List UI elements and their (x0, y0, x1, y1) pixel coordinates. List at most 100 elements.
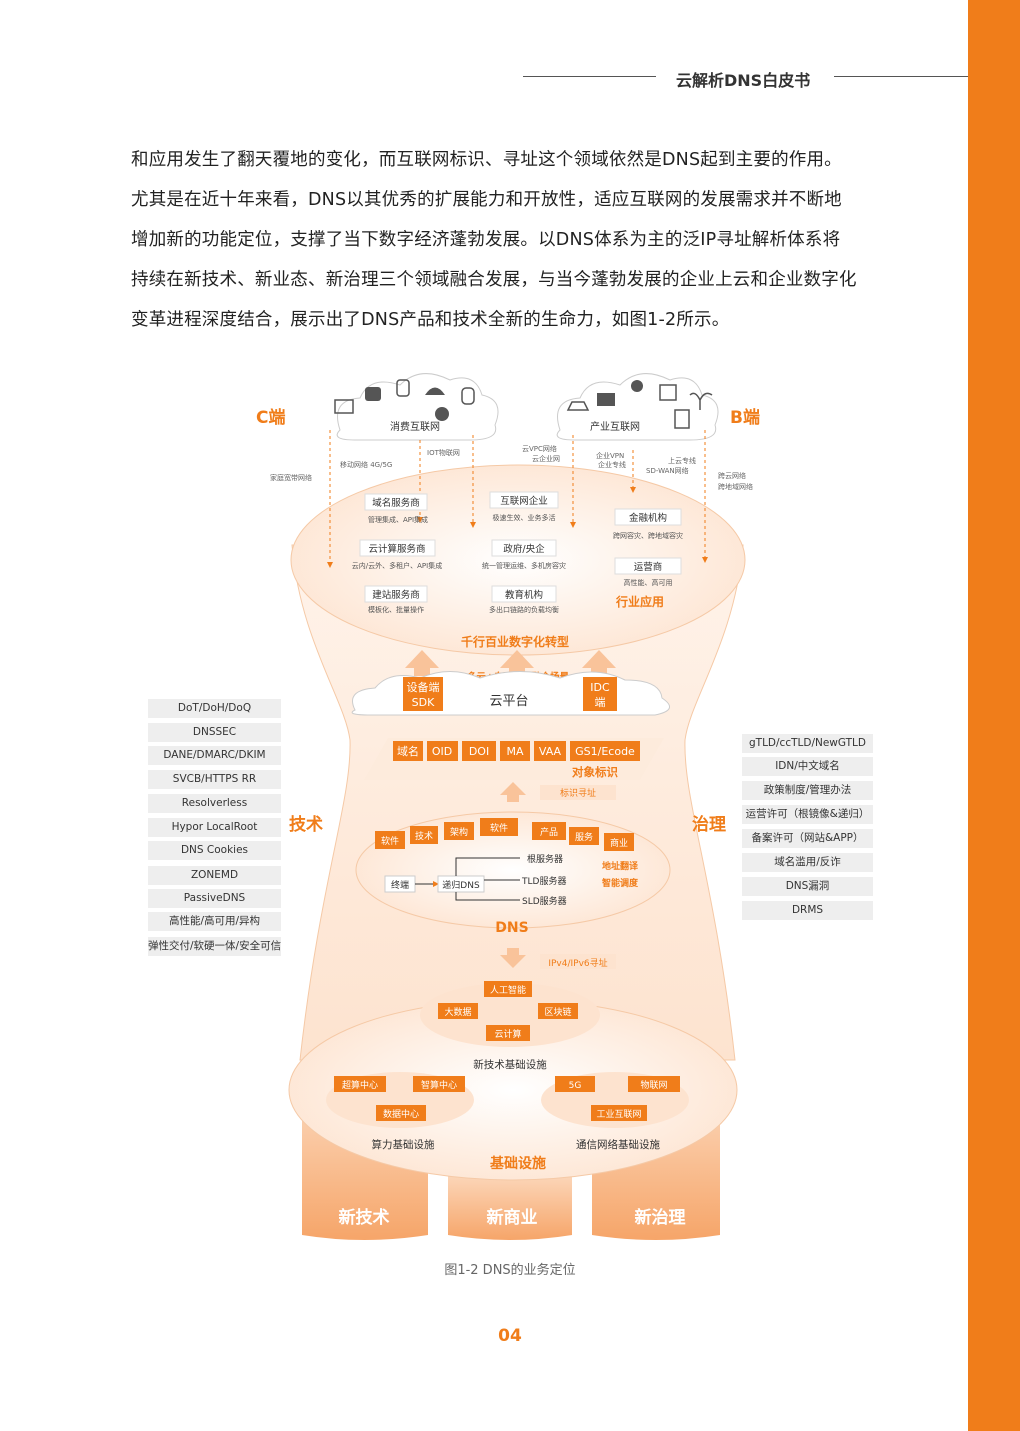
pillar-label: 新商业 (487, 1207, 538, 1228)
smart-schedule-label: 智能调度 (602, 877, 639, 889)
industry-item-desc: 跨网容灾、跨地域容灾 (613, 531, 683, 540)
object-id-label: 对象标识 (572, 765, 618, 779)
idc-label: IDC (590, 681, 610, 694)
net-mobile: 移动网络 4G/5G (340, 460, 392, 469)
tech-label: 技术 (289, 814, 323, 835)
dns-ring-item: 产品 (540, 826, 558, 838)
industry-item-name: 金融机构 (629, 512, 667, 524)
dns-ring: 软件 技术 架构 软件 产品 服务 商业 (375, 818, 634, 851)
net-cloud-enterprise: 云企业网 (532, 454, 560, 463)
tech-list-item: DANE/DMARC/DKIM (148, 746, 281, 765)
consumer-internet-label: 消费互联网 (390, 420, 440, 433)
idc-label: 端 (595, 696, 606, 709)
new-tech-items: 人工智能 大数据 区块链 云计算 (438, 981, 578, 1041)
dns-label: DNS (495, 920, 528, 936)
industry-item-desc: 模板化、批量操作 (368, 605, 424, 614)
b-end-label: B端 (730, 407, 760, 428)
page-number: 04 (498, 1326, 522, 1346)
net-enterprise-vpn: 企业VPN (596, 451, 624, 460)
identifier-item: OID (432, 745, 452, 758)
industry-internet-label: 产业互联网 (590, 420, 640, 433)
tech-list-item: ZONEMD (148, 866, 281, 885)
industry-app-label: 行业应用 (615, 594, 664, 609)
tech-list-item: Resolverless (148, 794, 281, 813)
hospital-icon (659, 384, 677, 401)
new-tech-item: 区块链 (544, 1006, 571, 1018)
industry-items: 域名服务商 管理集成、API集成 云计算服务商 云内/云外、多租户、API集成 … (352, 491, 683, 614)
hourglass-shape (291, 544, 744, 1061)
comm-item: 5G (569, 1081, 582, 1091)
header-rule-right (834, 76, 968, 77)
app-icon (365, 387, 381, 401)
body-paragraph: 和应用发生了翻天覆地的变化，而互联网标识、寻址这个领域依然是DNS起到主要的作用… (131, 140, 891, 340)
pillar-label: 新技术 (339, 1207, 390, 1228)
up-arrows (405, 650, 616, 676)
car-icon (566, 401, 590, 411)
industry-item-name: 云计算服务商 (368, 543, 425, 555)
dns-root-label: 根服务器 (527, 853, 563, 865)
compute-item: 智算中心 (421, 1079, 457, 1091)
industry-item-desc: 统一管理运维、多机房容灾 (482, 561, 566, 570)
tech-list-item: 高性能/高可用/异构 (148, 912, 281, 931)
compute-item: 超算中心 (342, 1079, 378, 1091)
dns-recursive-label: 递归DNS (442, 879, 480, 891)
comm-infra-label: 通信网络基础设施 (576, 1138, 660, 1151)
gov-label: 治理 (692, 814, 726, 835)
new-tech-item: 大数据 (444, 1006, 471, 1018)
new-tech-disc (420, 983, 600, 1047)
tech-list-item: DNS Cookies (148, 841, 281, 860)
new-tech-item: 人工智能 (490, 984, 526, 996)
robot-icon (631, 380, 643, 392)
watch-icon (396, 379, 410, 397)
tech-list-item: Hypor LocalRoot (148, 818, 281, 837)
gov-list-item: IDN/中文域名 (742, 757, 873, 776)
industry-item-desc: 极速生效、业务多活 (493, 513, 556, 522)
body-line: 和应用发生了翻天覆地的变化，而互联网标识、寻址这个领域依然是DNS起到主要的作用… (131, 150, 842, 170)
gov-list-item: 域名滥用/反诈 (742, 853, 873, 872)
industry-item-name: 运营商 (634, 561, 663, 573)
net-home-broadband: 家庭宽带网络 (270, 473, 312, 482)
gov-list-item: 运营许可（根镜像&递归） (742, 805, 873, 824)
body-line: 持续在新技术、新业态、新治理三个领域融合发展，与当今蓬勃发展的企业上云和企业数字… (131, 270, 857, 290)
pillar-new-business (448, 1160, 572, 1240)
device-sdk-label: SDK (412, 696, 435, 709)
dns-ring-item: 商业 (610, 837, 628, 849)
identifier-boxes: 域名 OID DOI MA VAA GS1/Ecode (393, 741, 640, 761)
ipv46-label: IPv4/IPv6寻址 (548, 957, 607, 969)
factory-icon (597, 393, 615, 406)
dns-sld-label: SLD服务器 (522, 895, 567, 907)
dns-ring-item: 架构 (450, 826, 468, 838)
gov-list-item: 政策制度/管理办法 (742, 781, 873, 800)
body-line: 增加新的功能定位，支撑了当下数字经济蓬勃发展。以DNS体系为主的泛IP寻址解析体… (131, 230, 841, 250)
device-sdk-label: 设备端 (407, 680, 440, 694)
camera-icon (435, 407, 449, 421)
identifier-item: MA (506, 745, 523, 758)
lamp-icon (425, 387, 445, 395)
digital-transform-label: 千行百业数字化转型 (461, 634, 569, 649)
industry-item-name: 域名服务商 (372, 497, 420, 509)
new-tech-item: 云计算 (494, 1028, 521, 1040)
industry-item-desc: 管理集成、API集成 (368, 515, 428, 524)
comm-item: 物联网 (640, 1079, 667, 1091)
gov-list-item: 备案许可（网站&APP） (742, 829, 873, 848)
infra-label: 基础设施 (490, 1155, 546, 1172)
dns-tld-label: TLD服务器 (521, 875, 566, 887)
net-sdwan: SD-WAN网络 (646, 466, 689, 475)
id-addressing-label: 标识寻址 (560, 787, 596, 799)
industry-item-name: 建站服务商 (372, 589, 420, 601)
identifier-item: GS1/Ecode (575, 745, 635, 758)
page-edge-bar (968, 0, 1020, 1431)
body-line: 变革进程深度结合，展示出了DNS产品和技术全新的生命力，如图1-2所示。 (131, 310, 730, 330)
industry-item-name: 互联网企业 (500, 495, 548, 507)
dns-terminal-label: 终端 (391, 879, 409, 891)
dns-ring-item: 服务 (575, 831, 593, 843)
identifier-item: DOI (469, 745, 489, 758)
tech-list-item: DNSSEC (148, 723, 281, 742)
speaker-icon (461, 387, 475, 405)
dns-business-diagram: C端 B端 消费互联网 产业互联网 家庭宽带网络 移动网络 4G/5G IOT物… (256, 373, 760, 1240)
addr-translate-label: 地址翻译 (602, 860, 639, 872)
plant-icon (689, 392, 713, 410)
monitor-icon (334, 399, 354, 414)
net-cross-region: 跨地域网络 (718, 482, 753, 491)
dns-ring-item: 软件 (381, 835, 399, 847)
